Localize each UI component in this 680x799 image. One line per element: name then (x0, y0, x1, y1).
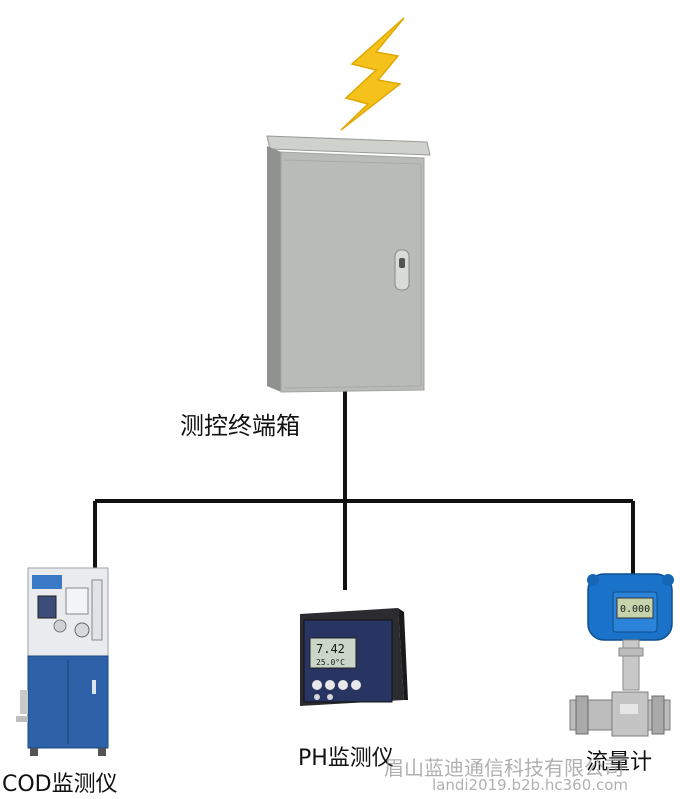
ph-monitor-label: PH监测仪 (298, 746, 394, 771)
watermark-company: 眉山蓝迪通信科技有限公司 (384, 756, 624, 780)
connection-lines (93, 383, 635, 590)
cod-screen (37, 595, 57, 619)
ph-display-value: 7.42 (316, 642, 345, 656)
ph-screen (309, 637, 357, 669)
cod-monitor-device (16, 567, 109, 756)
flow-meter-device (569, 573, 674, 737)
flow-display-value: 0.000 (620, 604, 650, 615)
cod-monitor-label: COD监测仪 (2, 772, 118, 797)
flow-screen (616, 597, 654, 619)
cabinet-handle (394, 249, 410, 291)
terminal-box-label: 测控终端箱 (180, 412, 300, 440)
ph-display-temp: 25.0°C (316, 658, 345, 667)
terminal-box-cabinet (266, 135, 431, 393)
flow-meter-label: 流量计 (586, 750, 653, 775)
watermark-url: landi2019.b2b.hc360.com (432, 776, 629, 794)
lightning-icon (340, 17, 405, 131)
ph-monitor-device (300, 608, 408, 706)
